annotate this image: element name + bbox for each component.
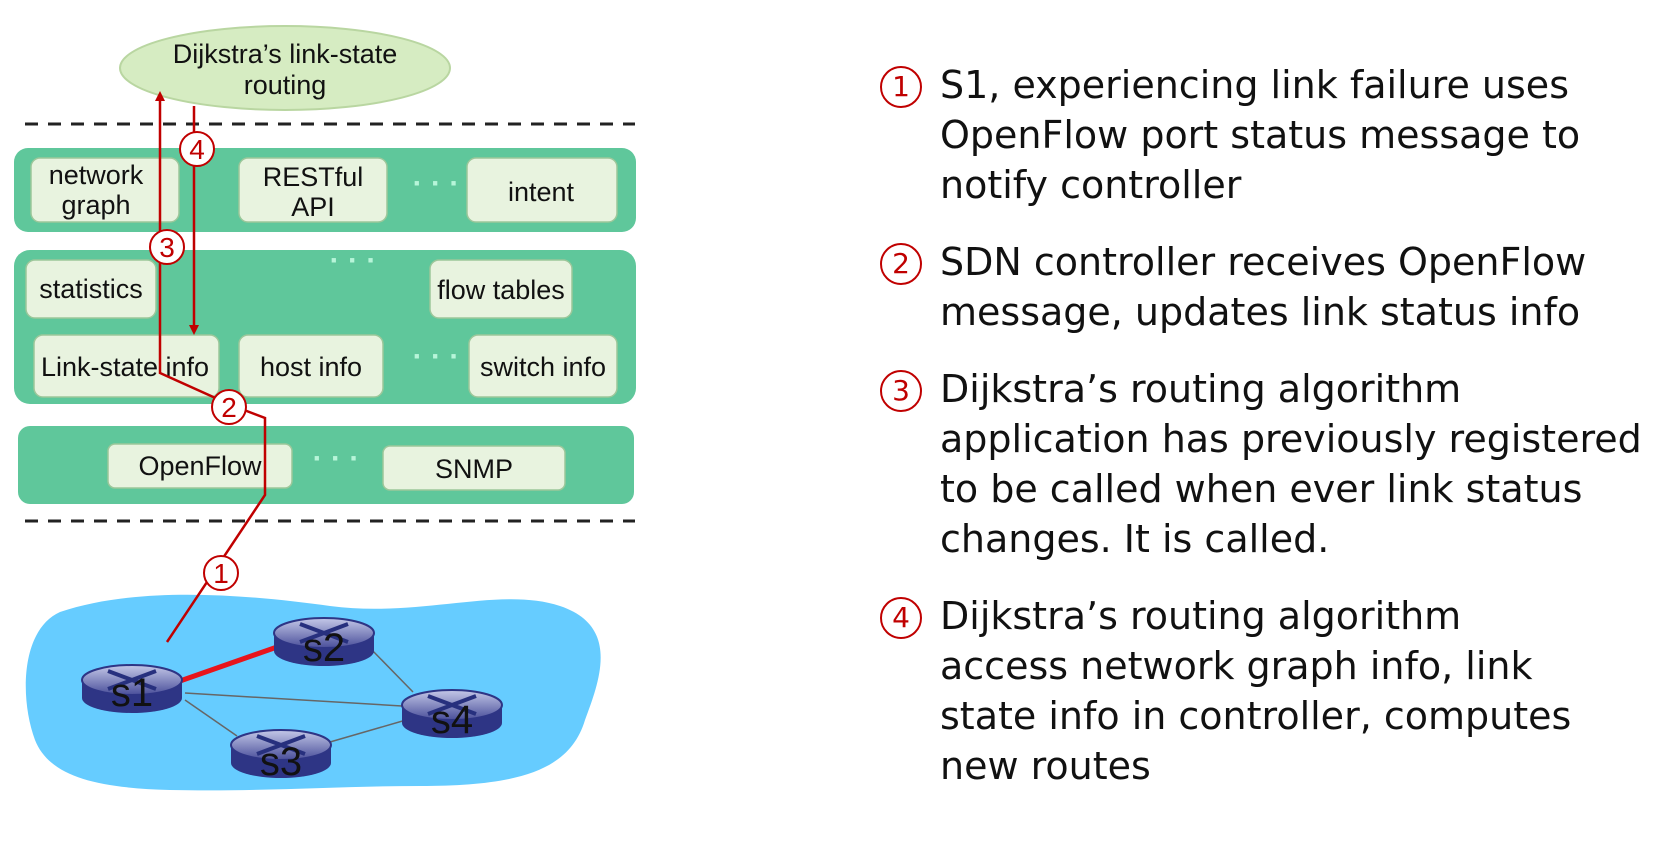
svg-text:3: 3 [159, 232, 175, 263]
restful-api-line2: API [291, 192, 335, 222]
switch-info-label: switch info [480, 352, 606, 382]
link-s1-s2-failed [179, 644, 278, 684]
path-up-arrow [155, 91, 267, 643]
svg-text:2: 2 [221, 392, 237, 423]
link-s1-s4 [184, 692, 403, 707]
intent-box[interactable]: intent [466, 157, 618, 223]
switch-info-box[interactable]: switch info [468, 334, 618, 398]
link-state-info-label: Link-state info [41, 352, 209, 382]
marker-1: 1 [203, 555, 239, 591]
flow-tables-box[interactable]: flow tables [429, 259, 573, 319]
southbound-ellipsis: · · · [313, 442, 360, 475]
dijkstra-app[interactable]: Dijkstra’s link-state routing [119, 25, 451, 111]
svg-text:4: 4 [189, 134, 205, 165]
step-text: S1, experiencing link failure uses OpenF… [940, 63, 1581, 207]
openflow-label: OpenFlow [138, 451, 262, 481]
network-cloud [25, 594, 601, 791]
intent-label: intent [508, 177, 575, 207]
app-title-line1: Dijkstra’s link-state [173, 39, 398, 69]
state-layer: statistics · · · flow tables Link-state … [14, 244, 636, 404]
sdn-diagram: Dijkstra’s link-state routing network gr… [14, 25, 636, 791]
marker-2: 2 [211, 389, 247, 425]
step-number: 2 [880, 243, 922, 285]
step-item-1: 1 S1, experiencing link failure uses Ope… [880, 60, 1670, 210]
network-graph-box[interactable]: network graph [30, 157, 180, 223]
svg-text:1: 1 [213, 558, 229, 589]
step-number: 1 [880, 66, 922, 108]
step-text: Dijkstra’s routing algorithm access netw… [940, 594, 1572, 788]
switch-s2[interactable]: s2 [273, 617, 375, 670]
switch-s4[interactable]: s4 [401, 689, 503, 742]
switch-s3-label: s3 [260, 740, 302, 784]
switch-s4-label: s4 [431, 698, 473, 742]
host-info-box[interactable]: host info [238, 334, 384, 398]
link-s3-s4 [329, 719, 407, 743]
statistics-box[interactable]: statistics [25, 259, 157, 319]
snmp-label: SNMP [435, 454, 513, 484]
northbound-layer: network graph RESTful API · · · intent [14, 148, 636, 232]
statistics-label: statistics [39, 274, 143, 304]
step-item-3: 3 Dijkstra’s routing algorithm applicati… [880, 364, 1670, 564]
app-title-line2: routing [244, 70, 327, 100]
northbound-ellipsis: · · · [413, 167, 460, 200]
marker-4: 4 [179, 131, 215, 167]
openflow-box[interactable]: OpenFlow [107, 443, 293, 489]
state-ellipsis-top: · · · [330, 244, 377, 277]
link-s2-s4 [369, 647, 414, 693]
host-info-label: host info [260, 352, 362, 382]
step-text: Dijkstra’s routing algorithm application… [940, 367, 1642, 561]
network-links [179, 644, 414, 743]
restful-api-line1: RESTful [263, 162, 364, 192]
switch-s2-label: s2 [303, 626, 345, 670]
step-item-2: 2 SDN controller receives OpenFlow messa… [880, 237, 1670, 337]
step-number: 3 [880, 370, 922, 412]
network-graph-line2: graph [61, 190, 130, 220]
link-state-info-box[interactable]: Link-state info [33, 334, 220, 398]
restful-api-box[interactable]: RESTful API [238, 157, 388, 223]
southbound-layer: OpenFlow · · · SNMP [18, 426, 634, 504]
state-ellipsis-bottom: · · · [413, 340, 460, 373]
switch-s3[interactable]: s3 [230, 729, 332, 784]
step-list: 1 S1, experiencing link failure uses Ope… [880, 60, 1670, 818]
step-number: 4 [880, 597, 922, 639]
network-graph-line1: network [49, 160, 144, 190]
switch-s1-label: s1 [111, 671, 153, 715]
link-s1-s3 [184, 699, 238, 737]
step-text: SDN controller receives OpenFlow message… [940, 240, 1587, 334]
step-item-4: 4 Dijkstra’s routing algorithm access ne… [880, 591, 1670, 791]
marker-3: 3 [149, 229, 185, 265]
switch-s1[interactable]: s1 [81, 664, 183, 715]
snmp-box[interactable]: SNMP [382, 445, 566, 491]
flow-tables-label: flow tables [437, 275, 565, 305]
